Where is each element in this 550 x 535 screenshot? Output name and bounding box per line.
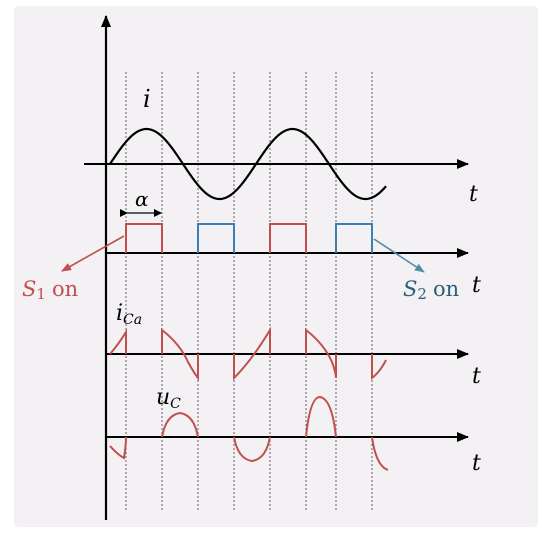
ica-segment [305,327,337,379]
current-label: i [143,85,151,113]
uc-segment [233,436,271,463]
s1-pulse [125,223,163,253]
time-label: t [472,273,481,298]
uc-waveform [109,395,389,471]
ica-waveform [109,326,387,381]
uc-segment [371,436,389,471]
s2-pulse [335,223,373,253]
uc-segment [305,395,337,438]
s1-pointer-arrow [61,235,125,272]
alpha-label: α [135,187,149,211]
uc-label: uC [156,385,181,412]
s2-pointer-arrow [373,238,425,273]
time-label: t [472,364,481,389]
time-label: t [472,451,481,476]
ica-segment [109,328,127,355]
current-waveform [109,127,387,201]
uc-segment [161,411,199,438]
diagram-background [14,6,538,527]
time-label: t [469,182,478,207]
ica-segment [161,327,199,381]
uc-segment [109,436,127,460]
s2-pulse [197,223,235,253]
ica-segment [233,326,271,381]
s1-pulse [269,223,307,253]
ica-label: iCa [116,301,142,328]
ica-segment [371,354,387,381]
